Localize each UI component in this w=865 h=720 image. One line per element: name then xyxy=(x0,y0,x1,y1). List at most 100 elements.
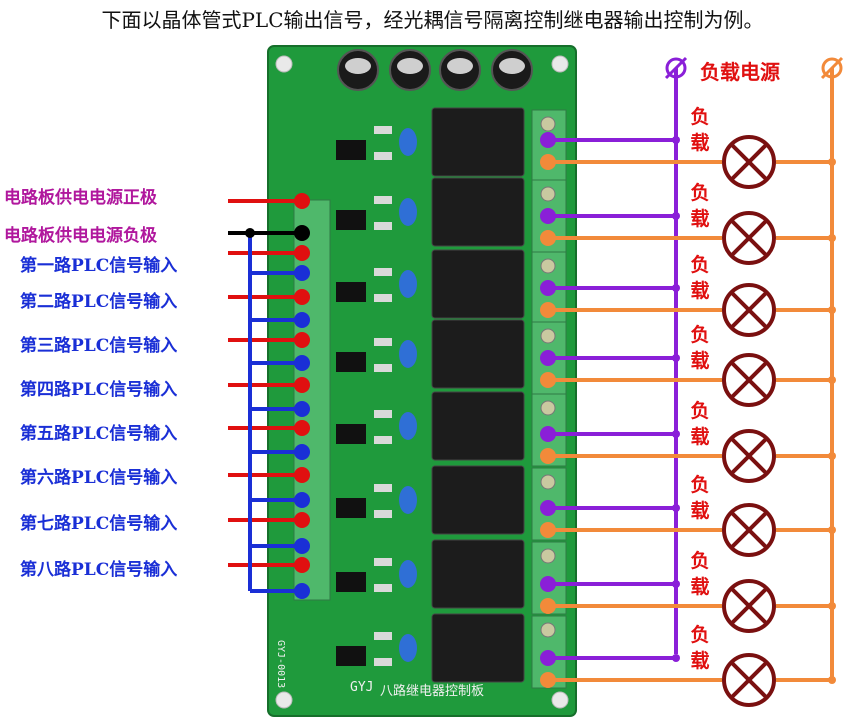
input-pin xyxy=(294,355,310,371)
mounting-hole xyxy=(551,55,569,73)
terminal-screw xyxy=(540,474,556,490)
input-pin xyxy=(294,512,310,528)
rail-junction xyxy=(672,136,680,144)
transistor xyxy=(399,412,417,440)
rail-terminal-slash xyxy=(664,56,688,80)
rail-terminal xyxy=(821,57,843,79)
board-name: 八路继电器控制板 xyxy=(380,684,485,699)
input-pin xyxy=(294,467,310,483)
rail-junction xyxy=(828,452,836,460)
resistor xyxy=(374,558,392,566)
relay-board xyxy=(267,45,577,717)
lamp-cross xyxy=(730,437,768,475)
input-pin xyxy=(294,401,310,417)
capacitor-top xyxy=(499,58,525,74)
lamp-cross xyxy=(730,291,768,329)
input-pin xyxy=(294,492,310,508)
relay xyxy=(431,107,525,177)
mounting-hole xyxy=(275,55,293,73)
terminal-screw xyxy=(540,548,556,564)
input-pin xyxy=(294,583,310,599)
terminal-screw xyxy=(540,258,556,274)
load-label: 负载 xyxy=(690,254,710,302)
rail-terminal-slash xyxy=(820,56,844,80)
capacitor-top xyxy=(345,58,371,74)
load-label: 负载 xyxy=(690,106,710,154)
input-pin xyxy=(294,193,310,209)
rail-junction xyxy=(828,676,836,684)
relay-pin xyxy=(540,500,556,516)
relay-pin xyxy=(540,372,556,388)
relay-pin xyxy=(540,230,556,246)
resistor xyxy=(374,410,392,418)
input-pin xyxy=(294,289,310,305)
lamp-cross xyxy=(730,587,768,625)
optocoupler xyxy=(336,646,366,666)
input-pin xyxy=(294,538,310,554)
resistor xyxy=(374,510,392,518)
relay-pin xyxy=(540,280,556,296)
label-signal-2: 第二路PLC信号输入 xyxy=(20,292,178,312)
relay-pin xyxy=(540,154,556,170)
rail-junction xyxy=(828,376,836,384)
capacitor-top xyxy=(447,58,473,74)
resistor xyxy=(374,152,392,160)
rail-junction xyxy=(672,580,680,588)
terminal-screw xyxy=(540,328,556,344)
label-signal-4: 第四路PLC信号输入 xyxy=(20,380,178,400)
rail-junction xyxy=(828,526,836,534)
load-label: 负载 xyxy=(690,474,710,522)
loads xyxy=(722,135,776,707)
label-power-positive: 电路板供电电源正极 xyxy=(4,188,157,208)
terminal-screw xyxy=(540,400,556,416)
mounting-hole xyxy=(551,691,569,709)
relay-pin xyxy=(540,672,556,688)
transistor xyxy=(399,340,417,368)
transistor xyxy=(399,128,417,156)
optocoupler xyxy=(336,210,366,230)
input-pin xyxy=(294,444,310,460)
rail-junction xyxy=(672,354,680,362)
relay xyxy=(431,249,525,319)
resistor xyxy=(374,294,392,302)
relay-pin xyxy=(540,522,556,538)
input-pin xyxy=(294,332,310,348)
rail-junction xyxy=(672,430,680,438)
rail-junction xyxy=(828,602,836,610)
mounting-hole xyxy=(275,691,293,709)
terminal-screw xyxy=(540,116,556,132)
resistor xyxy=(374,268,392,276)
wiring xyxy=(228,56,844,688)
lamp-cross xyxy=(730,661,768,699)
resistor xyxy=(374,584,392,592)
relay xyxy=(431,465,525,535)
relay xyxy=(431,539,525,609)
input-pin xyxy=(294,245,310,261)
resistor xyxy=(374,126,392,134)
load-label: 负载 xyxy=(690,624,710,672)
rail-junction xyxy=(672,212,680,220)
lamp-cross xyxy=(730,361,768,399)
label-signal-5: 第五路PLC信号输入 xyxy=(20,424,178,444)
label-signal-8: 第八路PLC信号输入 xyxy=(20,560,178,580)
bus-junction xyxy=(245,228,255,238)
relay xyxy=(431,177,525,247)
relay-pin xyxy=(540,576,556,592)
rail-junction xyxy=(828,234,836,242)
rail-junction xyxy=(828,158,836,166)
rail-junction xyxy=(672,284,680,292)
transistor xyxy=(399,270,417,298)
label-signal-7: 第七路PLC信号输入 xyxy=(20,514,178,534)
input-pin xyxy=(294,377,310,393)
rail-junction xyxy=(672,654,680,662)
input-pin xyxy=(294,225,310,241)
capacitor-top xyxy=(397,58,423,74)
optocoupler xyxy=(336,282,366,302)
input-pin xyxy=(294,420,310,436)
relay-pin xyxy=(540,132,556,148)
board-brand: GYJ xyxy=(350,680,374,695)
input-pin xyxy=(294,312,310,328)
resistor xyxy=(374,484,392,492)
label-signal-6: 第六路PLC信号输入 xyxy=(20,468,178,488)
optocoupler xyxy=(336,498,366,518)
